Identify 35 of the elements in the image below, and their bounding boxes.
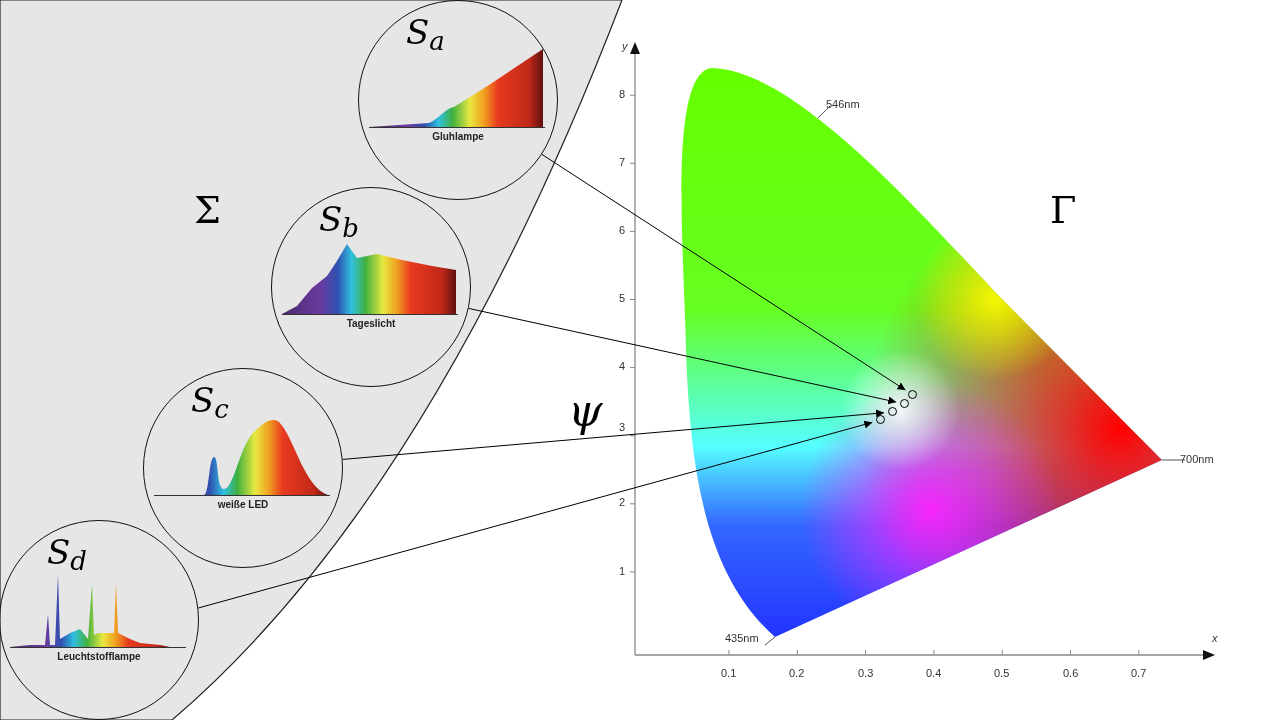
light-source-label: Leuchtstofflampe [57,651,141,662]
spectrum-symbol: S$_{b}$ [319,202,359,241]
spectrum-symbol: S$_{a}$ [406,15,445,54]
tick-label: 6 [619,224,626,236]
tick-label: 3 [619,421,626,433]
arrow [541,153,906,391]
axis-label: x [1212,632,1218,644]
arrow [468,307,897,405]
tick-label: 0.6 [1063,667,1079,679]
arrow [342,409,885,460]
tick-label: 0.3 [858,667,874,679]
set-symbol: Γ [1050,188,1077,232]
wavelength-label: 700nm [1180,453,1214,465]
light-source-label: weiße LED [217,499,269,510]
tick-label: 1 [619,565,626,577]
tick-label: 5 [619,292,626,304]
spectrum-symbol: S$_{d}$ [47,535,87,574]
tick-label: 0.4 [926,667,942,679]
light-source-label: Tageslicht [346,318,396,329]
mapping-symbol: ψ [568,385,603,436]
tick-label: 0.2 [789,667,805,679]
tick-label: 2 [619,496,626,508]
wavelength-label: 546nm [826,98,860,110]
set-symbol: Σ [194,188,221,232]
axis-label: y [622,40,628,52]
tick-label: 0.5 [994,667,1010,679]
tick-label: 0.1 [721,667,737,679]
tick-label: 8 [619,88,626,100]
tick-label: 7 [619,156,626,168]
wavelength-label: 435nm [725,632,759,644]
light-source-label: Gluhlampe [432,131,484,142]
arrow [197,420,873,609]
spectrum-symbol: S$_{c}$ [191,383,229,422]
tick-label: 4 [619,360,626,372]
tick-label: 0.7 [1131,667,1147,679]
